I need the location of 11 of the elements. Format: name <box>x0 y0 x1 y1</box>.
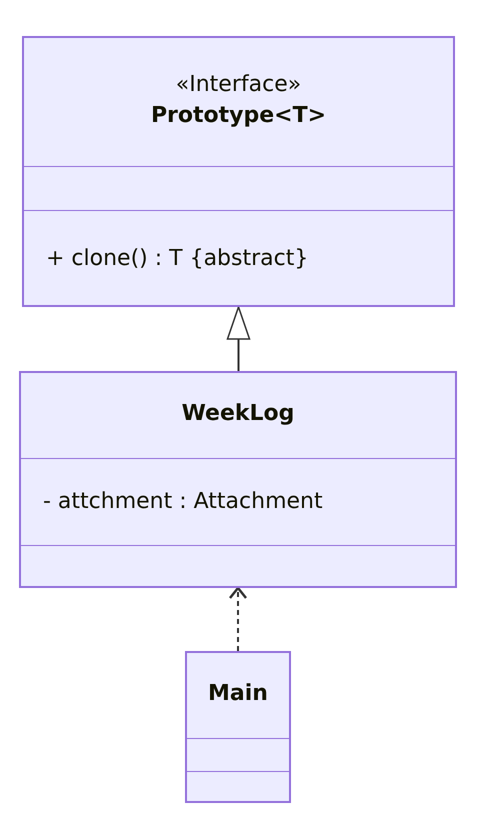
dependency-arrow <box>228 586 248 651</box>
class-box <box>185 651 291 803</box>
stereotype-label: «Interface» <box>176 71 302 100</box>
realization-arrow <box>226 306 250 371</box>
attribute-text: - attchment : Attachment <box>43 488 323 516</box>
class-name: Main <box>208 680 268 708</box>
class-name: WeekLog <box>182 400 294 428</box>
class-box <box>19 371 457 588</box>
method-text: + clone() : T {abstract} <box>46 244 308 273</box>
class-box <box>22 36 455 307</box>
class-name: Prototype<T> <box>150 102 326 130</box>
